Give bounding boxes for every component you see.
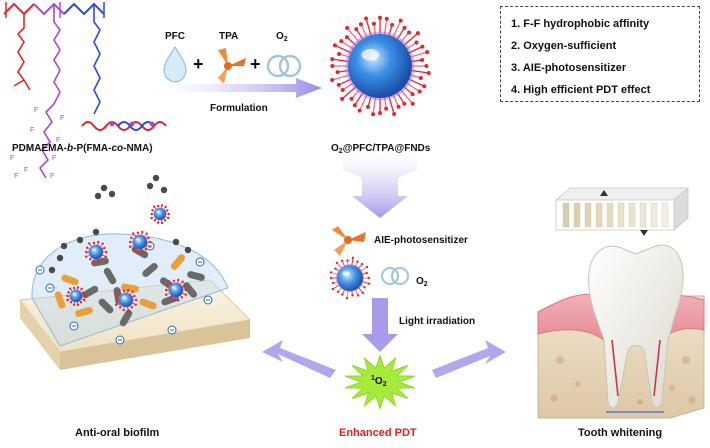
singlet-oxygen-burst-icon xyxy=(345,353,415,411)
plus-sign-1: + xyxy=(193,54,204,74)
formulation-label: Formulation xyxy=(210,103,268,114)
tooth-illustration xyxy=(537,187,705,419)
biofilm-nanoparticles xyxy=(66,204,188,312)
tpa-molecule-icon xyxy=(218,48,246,84)
feature-item-3: 3. AIE-photosensitizer xyxy=(511,62,627,74)
nanoparticle-label: O2@PFC/TPA@FNDs xyxy=(331,143,431,155)
svg-text:F: F xyxy=(52,155,56,162)
tooth xyxy=(588,244,684,409)
o2-label: O2 xyxy=(276,31,288,43)
tooth-whitening-label: Tooth whitening xyxy=(578,427,663,439)
dmaema-side-chain xyxy=(16,14,25,81)
polymer-backbone-blue xyxy=(63,2,105,16)
fma-side-chain xyxy=(53,4,61,105)
pfc-droplet-icon xyxy=(163,46,187,83)
reagents xyxy=(163,46,302,84)
enhanced-pdt-label: Enhanced PDT xyxy=(339,427,417,439)
svg-text:F: F xyxy=(14,173,18,180)
svg-text:F: F xyxy=(10,155,14,162)
polymer-backbone-red xyxy=(3,2,35,16)
feature-item-2: 2. Oxygen-sufficient xyxy=(511,40,617,52)
light-irradiation-label: Light irradiation xyxy=(399,316,476,327)
nanoparticle-main xyxy=(330,15,431,117)
pulp-canal xyxy=(611,339,661,397)
tpa-molecule-mid-icon xyxy=(332,226,366,256)
features-box: 1. F-F hydrophobic affinity 2. Oxygen-su… xyxy=(500,6,700,102)
shade-guide xyxy=(554,187,690,236)
fluorinated-tail xyxy=(38,103,55,179)
biofilm-illustration xyxy=(19,174,252,370)
feature-item-4: 4. High efficient PDT effect xyxy=(511,84,651,96)
aie-photosensitizer-label: AIE-photosensitizer xyxy=(374,235,468,246)
nma-side-chain xyxy=(93,4,101,115)
svg-text:F: F xyxy=(26,147,30,154)
o2-mid-label: O2 xyxy=(416,276,428,288)
shade-up-marker-icon xyxy=(600,190,608,196)
light-irradiation-arrow xyxy=(362,298,398,352)
svg-text:F: F xyxy=(50,173,54,180)
svg-text:F: F xyxy=(24,167,28,174)
arrow-to-biofilm xyxy=(262,340,336,378)
nanoparticle-small xyxy=(329,256,371,300)
anti-oral-biofilm-label: Anti-oral biofilm xyxy=(75,427,160,439)
svg-text:F: F xyxy=(30,127,34,134)
formulation-arrow xyxy=(160,78,322,98)
pfc-label: PFC xyxy=(165,31,185,42)
svg-text:F: F xyxy=(60,115,64,122)
bacteria-cluster xyxy=(35,174,213,345)
polymer-structure: FF FF FF FF FF xyxy=(3,2,167,180)
oxygen-molecule-icon xyxy=(266,54,302,78)
polymer-name-label: PDMAEMA-b-P(FMA-co-NMA) xyxy=(12,143,153,154)
svg-text:F: F xyxy=(34,107,38,114)
polymer-backbone-purple xyxy=(33,2,65,16)
plus-sign-2: + xyxy=(250,54,261,74)
arrow-to-tooth xyxy=(432,340,506,378)
polymer-chain-icon xyxy=(81,121,167,131)
feature-item-1: 1. F-F hydrophobic affinity xyxy=(511,18,650,30)
shade-down-marker-icon xyxy=(640,230,648,236)
oxygen-molecule-mid-icon xyxy=(381,267,409,285)
svg-text:F: F xyxy=(56,137,60,144)
down-arrow-top xyxy=(343,148,417,218)
tpa-label: TPA xyxy=(219,31,239,42)
singlet-oxygen-label: 1O2 xyxy=(371,375,387,388)
